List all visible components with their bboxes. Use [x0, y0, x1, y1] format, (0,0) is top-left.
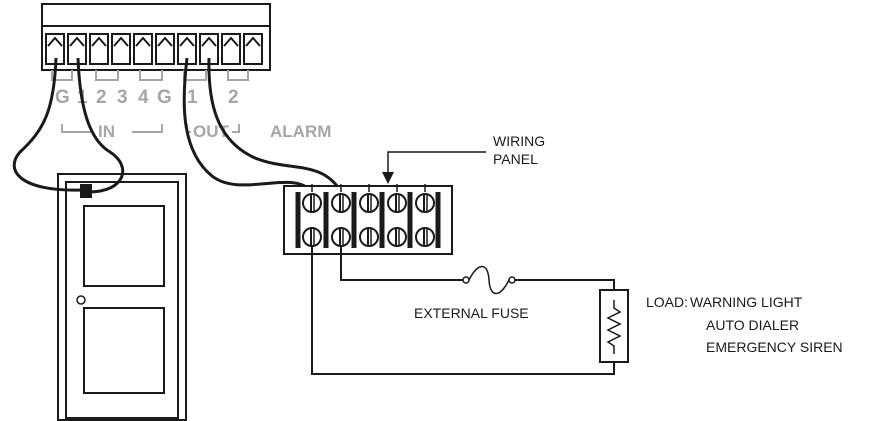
resistor-icon: [599, 289, 629, 363]
load-labels: LOAD: WARNING LIGHT AUTO DIALER EMERGENC…: [646, 294, 843, 355]
pin-label-2-out: 2: [228, 87, 239, 108]
terminal-block: [41, 3, 271, 81]
wiring-panel-label-line2: PANEL: [493, 151, 538, 167]
load-item-emergency-siren: EMERGENCY SIREN: [706, 339, 843, 355]
load-item-warning-light: WARNING LIGHT: [690, 294, 803, 310]
load-prefix: LOAD:: [646, 294, 688, 310]
wiring-panel-label-line1: WIRING: [493, 133, 545, 149]
fuse-icon: [462, 265, 516, 295]
wiring-panel-callout: WIRING PANEL: [382, 133, 545, 184]
group-labels: IN OUT ALARM: [61, 122, 331, 141]
fuse-label: EXTERNAL FUSE: [414, 305, 529, 321]
pin-label-g-2: G: [157, 87, 172, 108]
in-group-label: IN: [98, 122, 115, 141]
input-wires: [12, 57, 125, 194]
door-icon: [57, 173, 187, 421]
pin-label-2-in: 2: [96, 87, 107, 108]
wiring-panel: [283, 184, 453, 255]
output-wires: [182, 57, 342, 192]
load-circuit: [311, 246, 615, 375]
alarm-group-label: ALARM: [270, 122, 331, 141]
load-item-auto-dialer: AUTO DIALER: [706, 317, 799, 333]
pin-label-3-in: 3: [117, 87, 128, 108]
terminal-slots: [45, 33, 263, 65]
pin-label-4-in: 4: [138, 87, 149, 108]
pin-label-1-out: 1: [187, 87, 198, 108]
pin-label-g-in: G: [55, 87, 70, 108]
